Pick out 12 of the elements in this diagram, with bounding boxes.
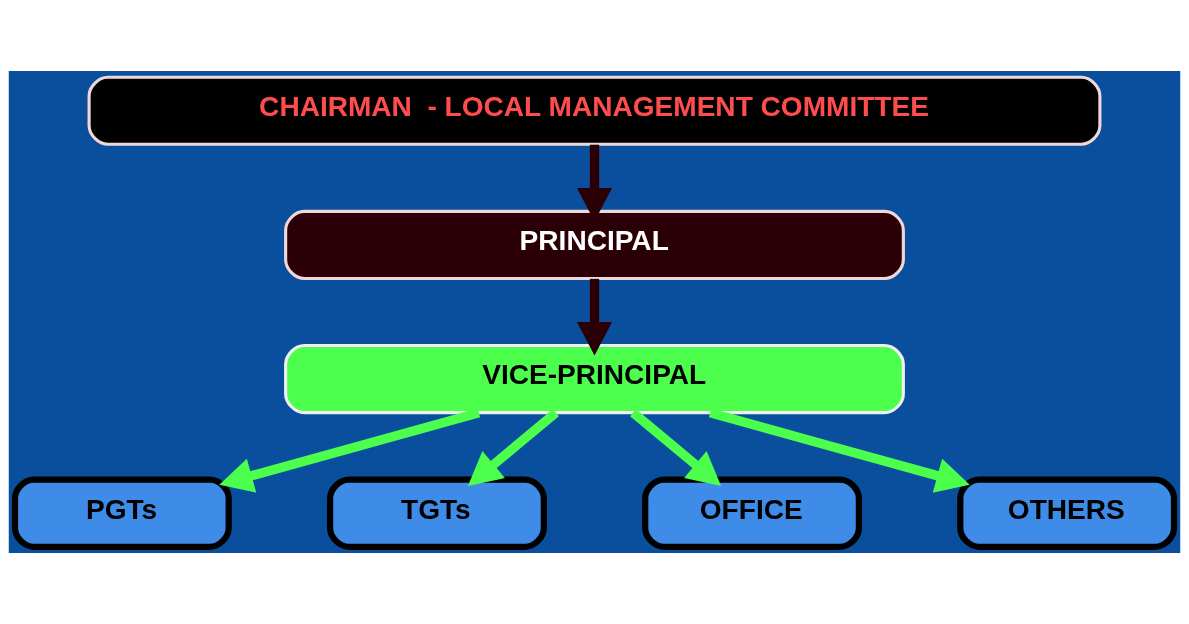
node-box: CHAIRMAN - LOCAL MANAGEMENT COMMITTEE: [87, 75, 1102, 146]
node-box: OTHERS: [957, 476, 1178, 550]
node-box: VICE-PRINCIPAL: [284, 344, 905, 415]
arrow: [576, 278, 613, 356]
arrow: [467, 409, 559, 486]
node-box: PGTs: [11, 476, 232, 550]
arrow: [630, 409, 722, 486]
arrow: [219, 408, 481, 493]
arrow: [708, 408, 970, 493]
node-box: TGTs: [327, 476, 547, 550]
node-box: PRINCIPAL: [284, 209, 905, 280]
node-box: OFFICE: [642, 476, 862, 550]
